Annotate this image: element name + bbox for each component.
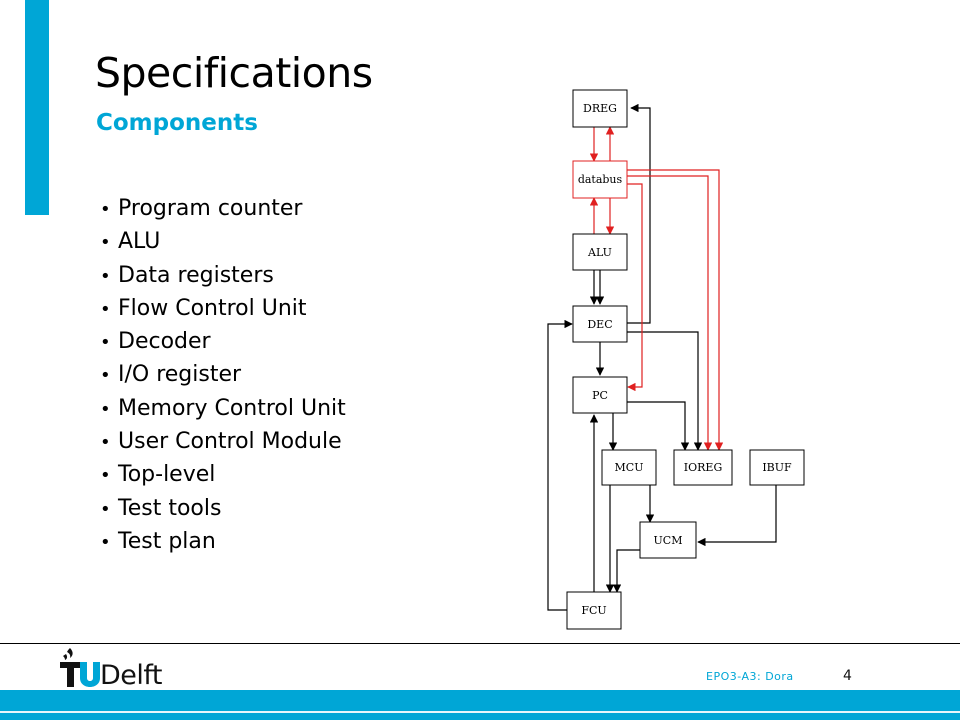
node-dec: DEC bbox=[572, 305, 628, 343]
databus-links bbox=[589, 126, 724, 451]
bullet-text: ALU bbox=[118, 229, 161, 255]
accent-bar bbox=[25, 0, 49, 215]
node-alu: ALU bbox=[572, 233, 628, 271]
node-dreg-label: DREG bbox=[583, 102, 617, 115]
bullet-text: Flow Control Unit bbox=[118, 295, 307, 321]
bullet-text: I/O register bbox=[118, 362, 242, 388]
bullet-text: User Control Module bbox=[118, 429, 342, 455]
bullet-text: Test plan bbox=[118, 528, 216, 554]
bullet-item: • Decoder bbox=[100, 325, 346, 358]
bullet-text: Decoder bbox=[118, 329, 211, 355]
logo-wordmark: Delft bbox=[100, 660, 163, 691]
footer-caption: EPO3-A3: Dora bbox=[706, 670, 794, 683]
bottom-band-line bbox=[0, 711, 960, 713]
slide-subtitle: Components bbox=[96, 110, 258, 136]
bullet-dot: • bbox=[100, 332, 111, 354]
tu-delft-logo: TU bbox=[58, 648, 100, 687]
node-databus-label: databus bbox=[578, 173, 623, 186]
node-pc: PC bbox=[572, 376, 628, 414]
bullet-item: • ALU bbox=[100, 225, 346, 258]
node-ibuf: IBUF bbox=[749, 449, 805, 486]
node-ibuf-label: IBUF bbox=[762, 461, 792, 474]
node-mcu: MCU bbox=[601, 449, 657, 486]
node-ioreg-label: IOREG bbox=[684, 461, 722, 474]
slide-title: Specifications bbox=[95, 49, 373, 97]
bullet-item: • Test plan bbox=[100, 525, 346, 558]
bullet-dot: • bbox=[100, 432, 111, 454]
link-pc-ioreg bbox=[627, 401, 690, 451]
bullet-list: • Program counter • ALU • Data registers • F… bbox=[100, 192, 346, 558]
footer-divider bbox=[0, 643, 960, 644]
component-diagram: DREG databus ALU DEC PC MCU IOREG IBUF U… bbox=[547, 89, 805, 630]
link-dec-dreg bbox=[627, 103, 651, 324]
node-alu-label: ALU bbox=[587, 246, 612, 259]
node-databus: databus bbox=[572, 160, 628, 199]
bullet-dot: • bbox=[100, 199, 111, 220]
bullet-item: • I/O register bbox=[100, 358, 346, 391]
node-ucm: UCM bbox=[639, 521, 697, 559]
bullet-item: • Memory Control Unit bbox=[100, 392, 346, 425]
bullet-text: Data registers bbox=[118, 262, 274, 288]
bullet-dot: • bbox=[100, 531, 111, 553]
bullet-dot: • bbox=[100, 265, 111, 287]
bullet-item: • Flow Control Unit bbox=[100, 292, 346, 325]
flame-icon bbox=[67, 648, 73, 658]
node-ioreg: IOREG bbox=[673, 449, 733, 486]
node-fcu-label: FCU bbox=[581, 604, 606, 617]
bullet-text: Memory Control Unit bbox=[118, 395, 346, 421]
node-pc-label: PC bbox=[592, 389, 608, 402]
link-databus-pc bbox=[627, 183, 643, 392]
link-databus-ioreg-2 bbox=[627, 169, 724, 451]
node-ucm-label: UCM bbox=[654, 534, 683, 547]
bullet-dot: • bbox=[100, 365, 111, 387]
link-ibuf-ucm bbox=[697, 485, 777, 547]
node-dec-label: DEC bbox=[587, 318, 612, 331]
bullet-text: Program counter bbox=[118, 196, 303, 221]
bullet-dot: • bbox=[100, 465, 111, 487]
link-dec-ioreg bbox=[627, 331, 703, 451]
bullet-dot: • bbox=[100, 232, 111, 254]
bullet-item: • User Control Module bbox=[100, 425, 346, 458]
bullet-item: • Program counter bbox=[100, 192, 346, 225]
link-databus-ioreg-1 bbox=[627, 175, 713, 451]
bullet-text: Top-level bbox=[118, 462, 216, 488]
link-fcu-dec bbox=[547, 319, 573, 611]
node-mcu-label: MCU bbox=[615, 461, 644, 474]
link-ucm-fcu bbox=[612, 549, 640, 593]
control-links bbox=[547, 103, 777, 611]
node-dreg: DREG bbox=[572, 89, 628, 128]
bullet-item: • Top-level bbox=[100, 458, 346, 491]
logo-mark-text: TU bbox=[58, 648, 60, 649]
bullet-dot: • bbox=[100, 498, 111, 520]
bullet-dot: • bbox=[100, 398, 111, 420]
bullet-item: • Data registers bbox=[100, 259, 346, 292]
page-number: 4 bbox=[843, 668, 852, 684]
bottom-band bbox=[0, 690, 960, 720]
bullet-item: • Test tools bbox=[100, 492, 346, 525]
bullet-dot: • bbox=[100, 298, 111, 320]
node-fcu: FCU bbox=[566, 591, 622, 630]
bullet-text: Test tools bbox=[118, 495, 222, 521]
